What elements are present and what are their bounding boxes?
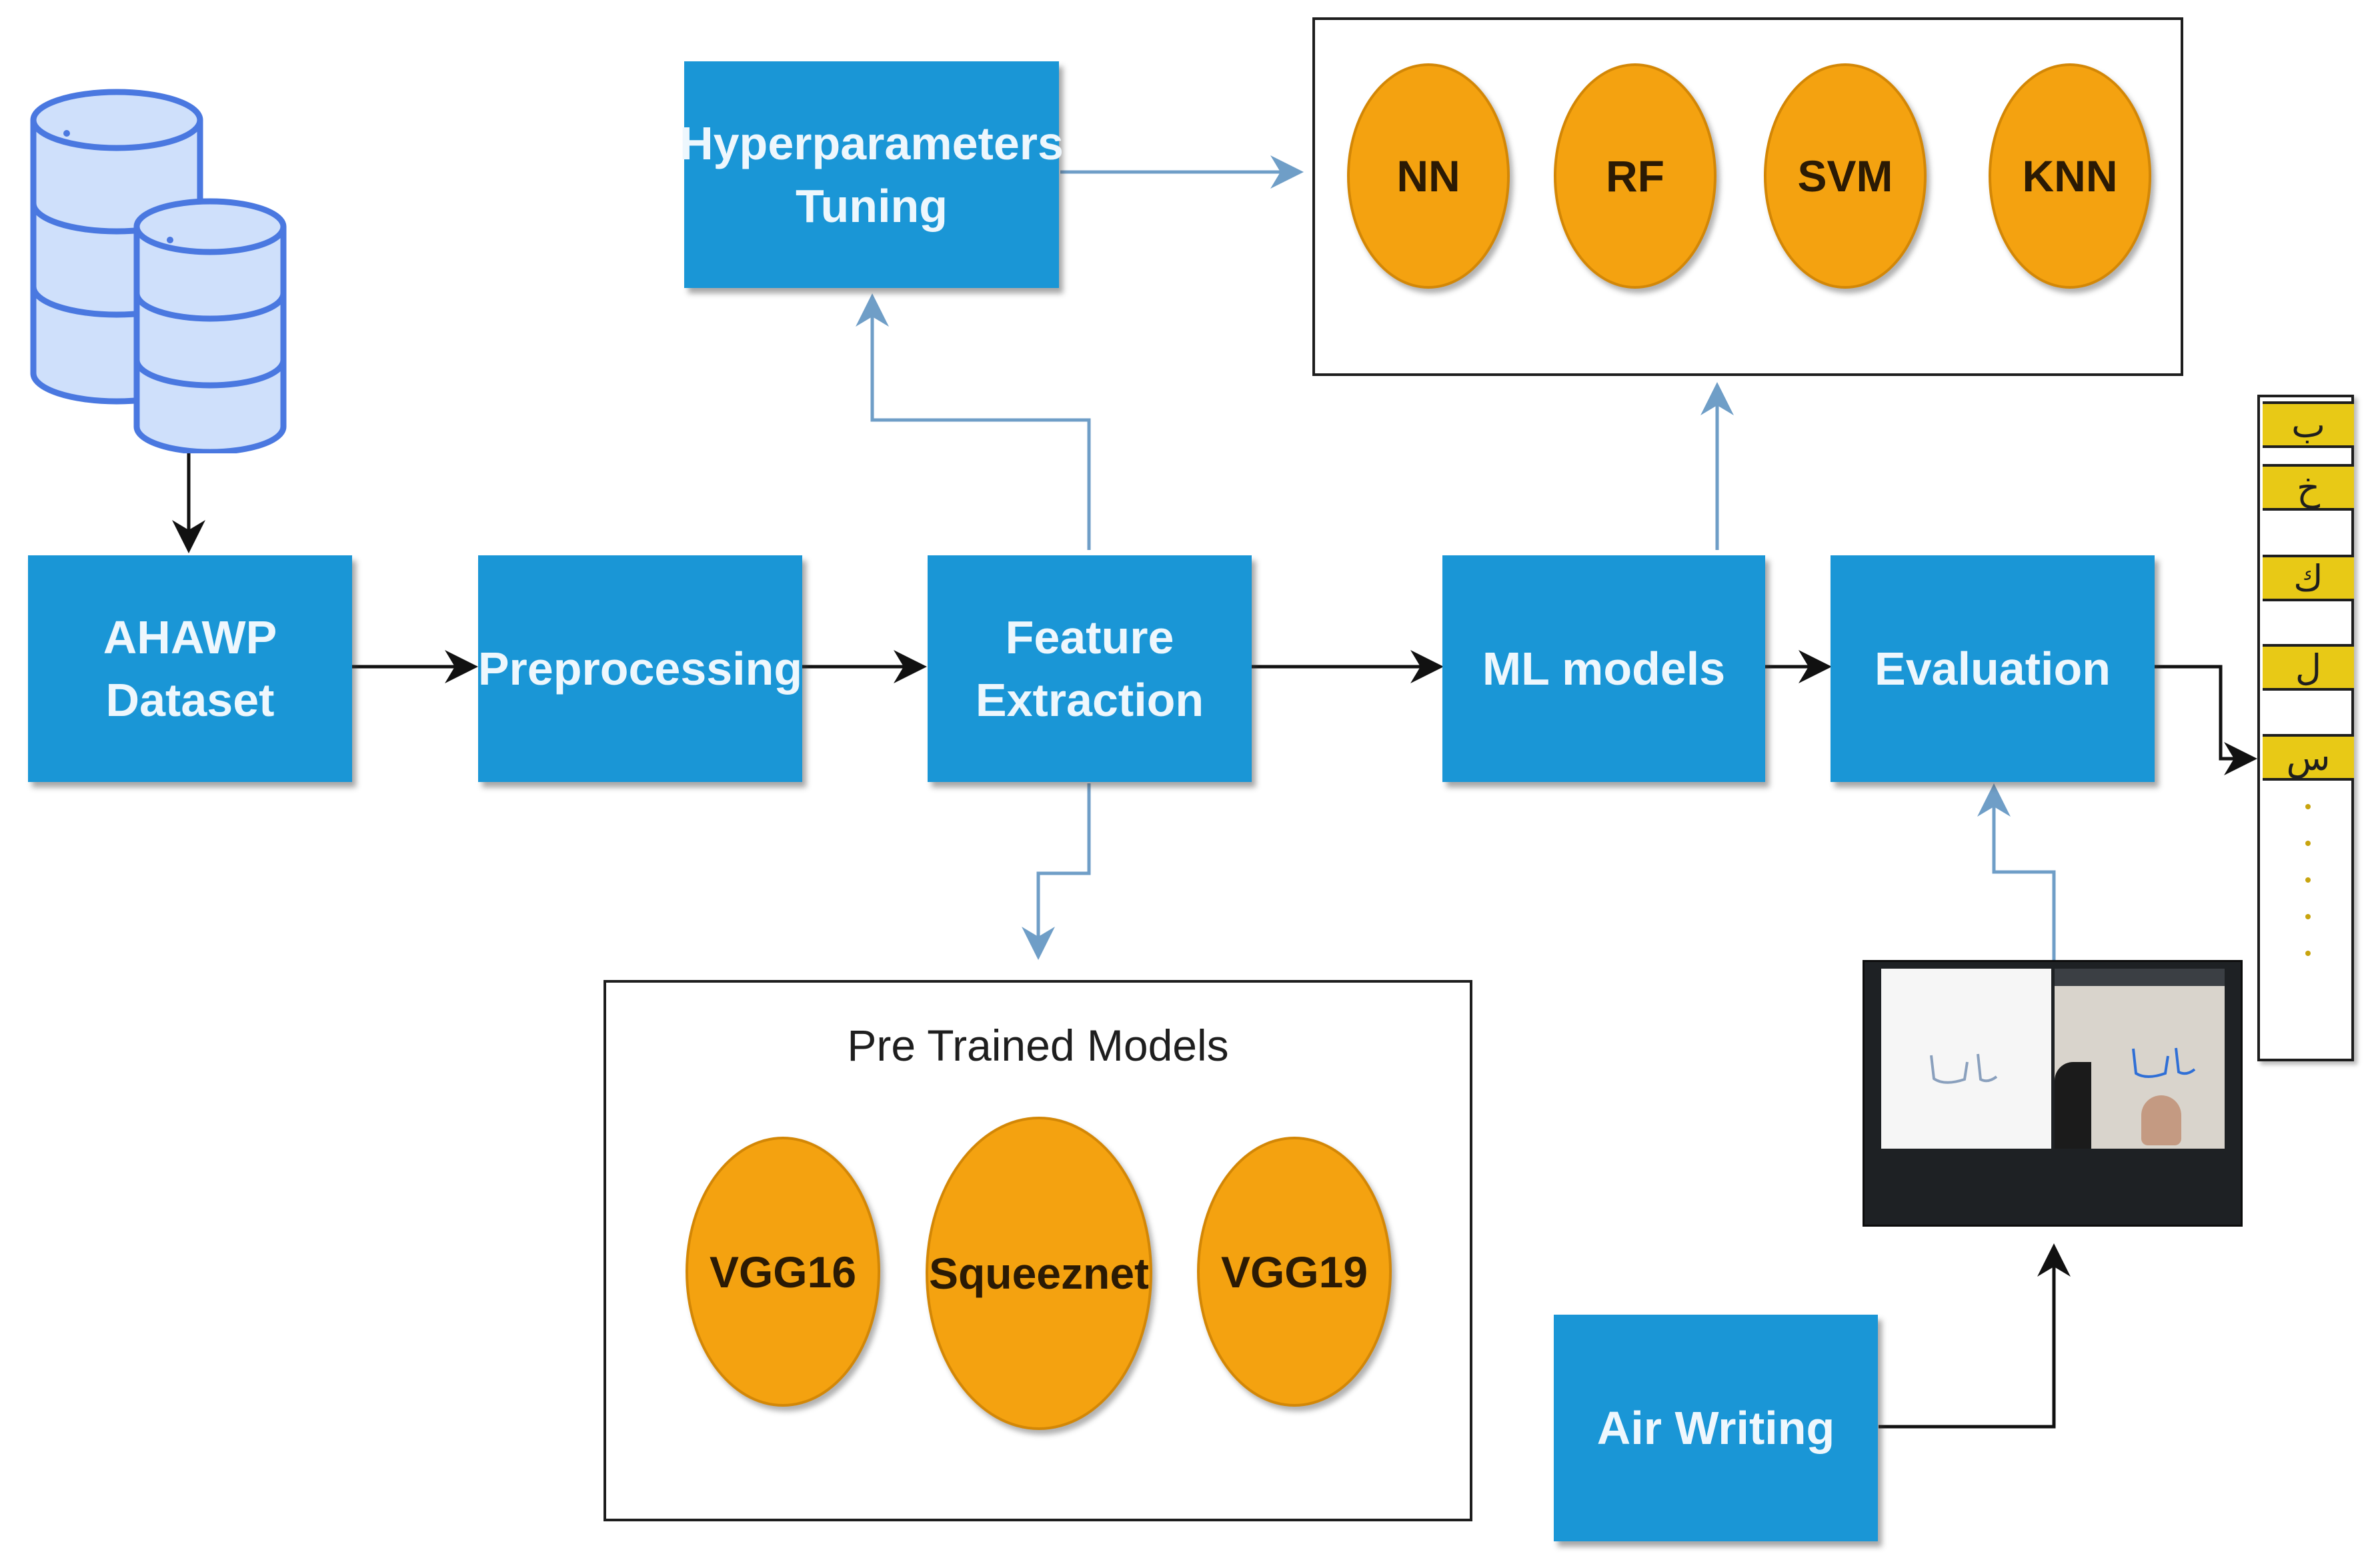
- preview-person: [2055, 1062, 2091, 1149]
- preprocessing-box: Preprocessing: [478, 555, 802, 782]
- handwritten-stroke-left: [1930, 1053, 1998, 1084]
- model-vgg16: VGG16: [686, 1137, 880, 1407]
- preview-whiteboard: [1881, 969, 2051, 1149]
- ellipsis-dot: [2305, 877, 2311, 883]
- evaluation-label: Evaluation: [1875, 642, 2111, 695]
- ellipsis-dot: [2305, 914, 2311, 919]
- feature-extraction-label: Feature Extraction: [975, 611, 1204, 727]
- ellipsis-dot: [2305, 951, 2311, 956]
- model-vgg16-label: VGG16: [709, 1247, 857, 1297]
- model-squeeznet: Squeeznet: [926, 1117, 1152, 1430]
- classifier-rf: RF: [1554, 63, 1716, 289]
- evaluation-box: Evaluation: [1831, 555, 2155, 782]
- classifier-nn: NN: [1347, 63, 1510, 289]
- arrow-evaluation-to-output: [2155, 665, 2257, 775]
- ellipsis-dot: [2305, 841, 2311, 846]
- output-letter: س: [2263, 734, 2354, 781]
- ellipsis-dot: [2305, 804, 2311, 809]
- ml-models-box: ML models: [1442, 555, 1765, 782]
- classifier-rf-label: RF: [1606, 151, 1664, 201]
- classifier-knn-label: KNN: [2022, 151, 2118, 201]
- arrow-feature-to-hyperparameters: [856, 293, 1091, 550]
- output-letters-column: ب خ ك ل س: [2257, 395, 2354, 1061]
- preview-hand: [2141, 1095, 2181, 1145]
- preview-toolbar: [2055, 969, 2225, 986]
- air-writing-box: Air Writing: [1554, 1315, 1878, 1541]
- output-letter: ل: [2263, 644, 2354, 691]
- pretrained-title: Pre Trained Models: [847, 1021, 1229, 1070]
- dataset-label: AHAWP Dataset: [103, 611, 277, 727]
- output-letter: ب: [2263, 401, 2354, 448]
- classifier-nn-label: NN: [1396, 151, 1460, 201]
- feature-extraction-box: Feature Extraction: [928, 555, 1252, 782]
- ml-models-label: ML models: [1482, 642, 1726, 695]
- handwritten-stroke-right: [2132, 1047, 2196, 1078]
- model-squeeznet-label: Squeeznet: [928, 1249, 1150, 1298]
- model-vgg19-label: VGG19: [1220, 1247, 1368, 1297]
- arrow-feature-to-pretrained: [1022, 783, 1091, 960]
- classifier-svm: SVM: [1764, 63, 1927, 289]
- air-writing-label: Air Writing: [1596, 1401, 1835, 1454]
- hyperparameters-box: Hyperparameters Tuning: [680, 61, 1064, 288]
- output-letter: خ: [2263, 464, 2354, 511]
- output-letter: ك: [2263, 555, 2354, 601]
- arrow-airwriting-to-preview: [1879, 1243, 2071, 1429]
- hyperparameters-label: Hyperparameters Tuning: [680, 117, 1064, 233]
- database-icon: [30, 89, 287, 453]
- classifier-svm-label: SVM: [1797, 151, 1893, 201]
- air-writing-preview: [1863, 960, 2243, 1227]
- arrow-preview-to-evaluation: [1977, 783, 2056, 960]
- classifier-knn: KNN: [1989, 63, 2151, 289]
- model-vgg19: VGG19: [1197, 1137, 1392, 1407]
- dataset-box: AHAWP Dataset: [28, 555, 352, 782]
- preprocessing-label: Preprocessing: [477, 642, 803, 695]
